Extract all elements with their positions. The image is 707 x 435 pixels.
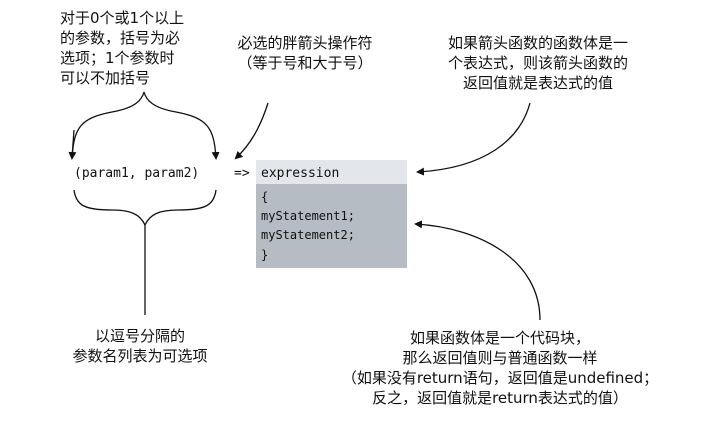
block-close-brace: } (261, 248, 269, 262)
note-line: 如果箭头函数的函数体是一 (447, 34, 628, 52)
block-body-note: 如果函数体是一个代码块， 那么返回值则与普通函数一样 （如果没有return语句… (330, 328, 670, 408)
block-box (256, 184, 407, 268)
note-line: 那么返回值则与普通函数一样 (402, 349, 598, 367)
note-line: 选项；1个参数时 (60, 49, 175, 67)
statement-2-code: myStatement2; (261, 228, 355, 242)
top-brace (71, 91, 220, 160)
note-line: 如果函数体是一个代码块， (409, 329, 590, 347)
block-pointer (414, 220, 541, 321)
expression-box (256, 160, 407, 184)
note-line: 反之，返回值就是return表达式的值） (372, 389, 628, 407)
expression-body-note: 如果箭头函数的函数体是一 个表达式，则该箭头函数的 返回值就是表达式的值 (418, 33, 658, 93)
param-list-note: 以逗号分隔的 参数名列表为可选项 (40, 326, 240, 366)
note-line: 必选的胖箭头操作符 (237, 34, 373, 52)
fat-arrow-code: => (234, 166, 250, 181)
expression-pointer (416, 102, 531, 176)
note-line: 的参数，括号为必 (60, 29, 181, 47)
fat-arrow-pointer (234, 102, 269, 160)
params-code: (param1, param2) (74, 166, 200, 181)
top-brace-left-arrow (68, 129, 77, 160)
note-line: （等于号和大于号） (237, 54, 373, 72)
note-line: 以逗号分隔的 (94, 327, 185, 345)
bottom-brace (73, 189, 217, 227)
note-line: 个表达式，则该箭头函数的 (447, 54, 628, 72)
expression-code: expression (261, 166, 340, 181)
statement-1-code: myStatement1; (261, 209, 355, 223)
fat-arrow-note: 必选的胖箭头操作符 （等于号和大于号） (205, 33, 405, 73)
note-line: （如果没有return语句，返回值是undefined； (341, 369, 659, 387)
note-line: 可以不加括号 (60, 69, 151, 87)
block-open-brace: { (261, 190, 269, 204)
note-line: 返回值就是表达式的值 (462, 74, 613, 92)
note-line: 对于0个或1个以上 (60, 9, 185, 27)
optional-parens-note: 对于0个或1个以上 的参数，括号为必 选项；1个参数时 可以不加括号 (60, 8, 184, 88)
note-line: 参数名列表为可选项 (72, 347, 208, 365)
